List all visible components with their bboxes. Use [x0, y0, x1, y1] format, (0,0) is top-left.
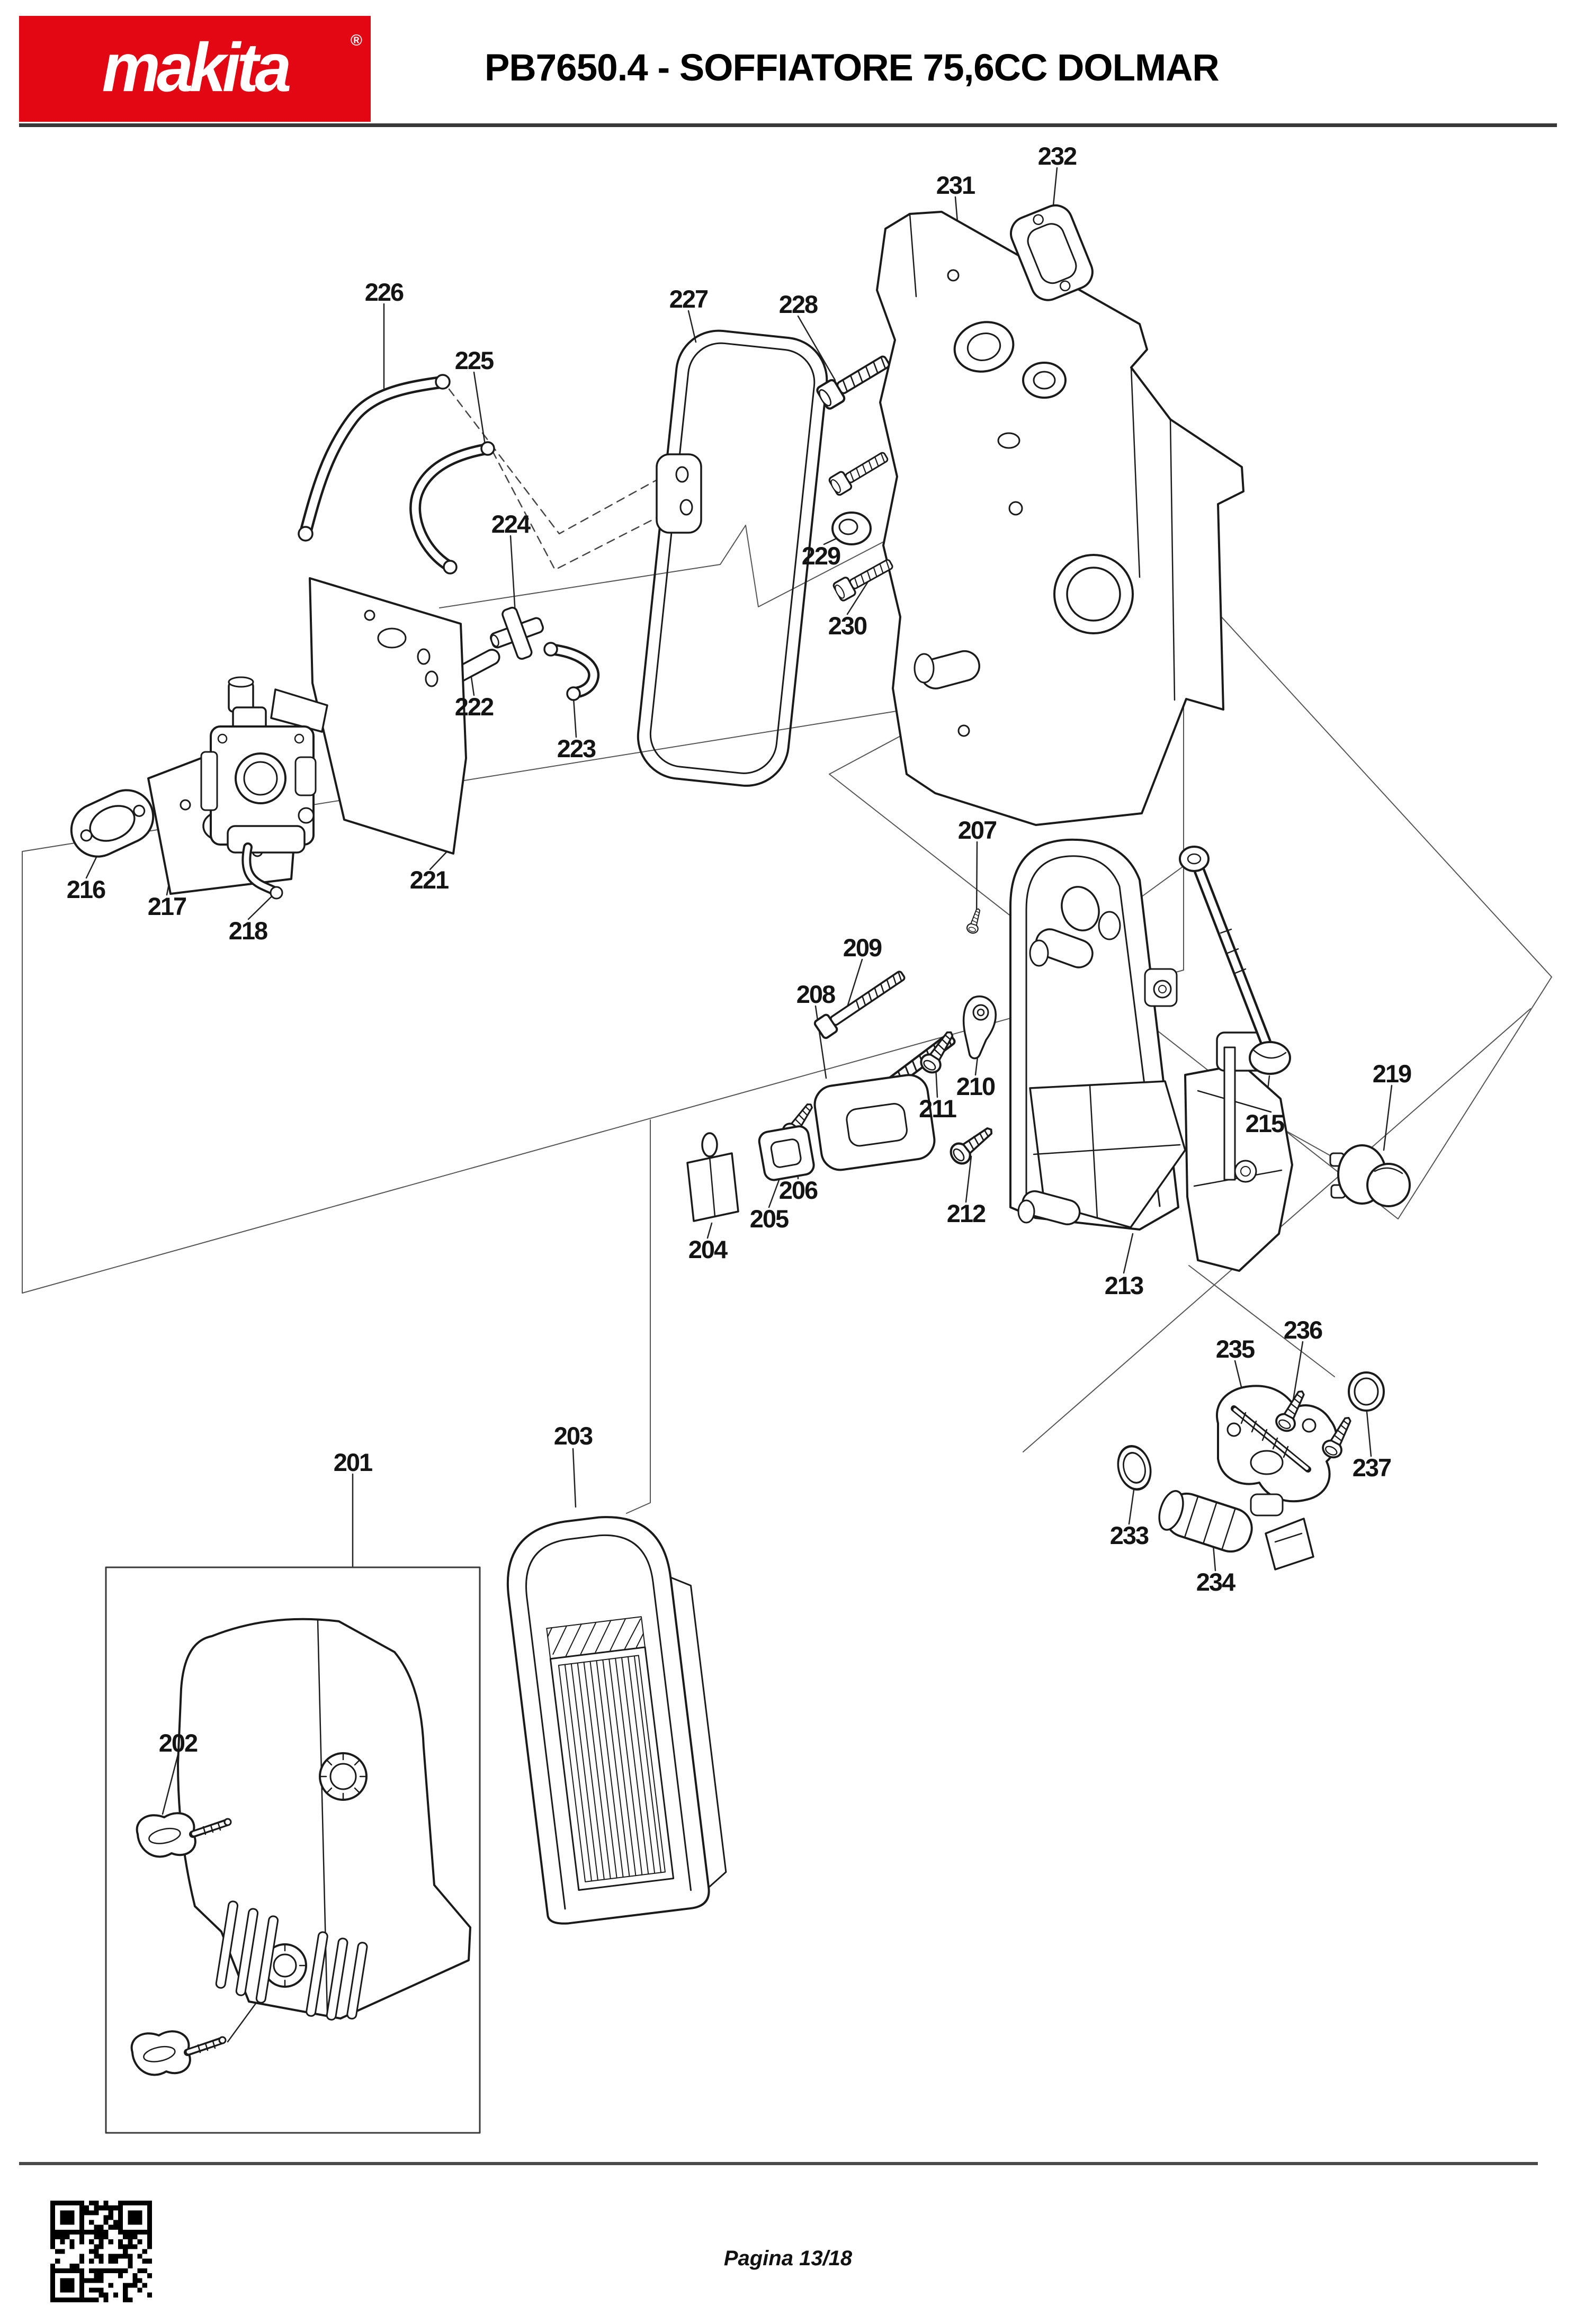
- part-label-205: 205: [749, 1205, 789, 1233]
- part-label-210: 210: [956, 1072, 996, 1100]
- part-label-218: 218: [228, 917, 268, 945]
- part-label-231: 231: [936, 171, 975, 199]
- part-233-oring: [1114, 1442, 1156, 1493]
- part-213-frame: [1009, 838, 1186, 1231]
- part-201-group-box: [105, 1566, 481, 2134]
- part-237-oring: [1348, 1371, 1385, 1412]
- page-title: PB7650.4 - SOFFIATORE 75,6CC DOLMAR: [485, 47, 1220, 89]
- qr-code: [50, 2201, 152, 2302]
- footer-rule: [19, 2162, 1538, 2165]
- part-227-gasket-tab: [656, 453, 702, 534]
- part-label-221: 221: [409, 866, 449, 894]
- part-218-hose: [241, 842, 283, 900]
- part-label-230: 230: [828, 612, 867, 640]
- part-label-212: 212: [946, 1199, 986, 1227]
- part-231-bracket: [876, 211, 1244, 826]
- part-224-t-fitting: [490, 606, 544, 660]
- part-label-202: 202: [158, 1729, 198, 1757]
- part-208-cushion: [813, 1074, 936, 1171]
- part-226-hose: [298, 374, 451, 542]
- part-label-222: 222: [454, 693, 494, 721]
- registered-trademark-icon: ®: [350, 32, 362, 49]
- part-202-knob-2: [132, 2031, 226, 2075]
- part-203-air-filter: [506, 1516, 727, 1925]
- part-219-primer-bulb: [1329, 1144, 1411, 1207]
- part-label-228: 228: [778, 290, 818, 318]
- part-225-hose: [409, 441, 495, 575]
- part-201-cover: [177, 1618, 471, 2021]
- part-label-204: 204: [688, 1235, 728, 1263]
- part-label-224: 224: [491, 510, 531, 538]
- part-221-plate: [309, 577, 467, 855]
- part-215-lever: [1179, 846, 1291, 1075]
- page-number-label: Pagina 13/18: [723, 2247, 853, 2270]
- part-label-219: 219: [1372, 1060, 1412, 1088]
- part-label-223: 223: [557, 734, 596, 762]
- part-label-215: 215: [1245, 1109, 1285, 1137]
- part-212-screw: [947, 1121, 998, 1167]
- part-label-236: 236: [1283, 1316, 1323, 1344]
- part-label-229: 229: [801, 542, 841, 570]
- part-label-225: 225: [454, 346, 494, 374]
- part-label-232: 232: [1037, 142, 1077, 170]
- part-235-cover: [1216, 1385, 1338, 1517]
- part-232-gasket: [1010, 204, 1094, 301]
- part-label-209: 209: [843, 934, 882, 962]
- part-216-gasket: [70, 789, 155, 858]
- part-204-choke-knob: [686, 1132, 739, 1222]
- part-label-233: 233: [1109, 1521, 1149, 1549]
- part-label-211: 211: [919, 1094, 957, 1123]
- part-label-217: 217: [147, 892, 187, 920]
- makita-logo-text: makita: [102, 29, 292, 106]
- part-label-216: 216: [66, 875, 106, 903]
- part-label-207: 207: [957, 816, 997, 844]
- part-label-206: 206: [778, 1176, 818, 1204]
- part-label-237: 237: [1352, 1453, 1392, 1482]
- part-223-hose: [543, 642, 600, 701]
- part-234-fuel-cock: [1158, 1490, 1314, 1571]
- part-228-bolt-2: [827, 446, 892, 497]
- part-label-234: 234: [1196, 1568, 1235, 1596]
- construction-lines: [22, 525, 1552, 1514]
- part-label-213: 213: [1104, 1271, 1144, 1299]
- hose-routing-dashed-lines: [448, 388, 688, 571]
- part-227-gasket: [637, 329, 828, 787]
- part-210-lever: [962, 995, 997, 1060]
- part-229-grommet: [831, 512, 872, 545]
- part-label-227: 227: [669, 285, 709, 313]
- part-207-screw: [965, 907, 984, 935]
- makita-logo: makita ®: [19, 16, 371, 122]
- part-label-201: 201: [333, 1448, 373, 1476]
- part-label-208: 208: [796, 980, 836, 1008]
- part-label-235: 235: [1215, 1335, 1255, 1363]
- part-label-226: 226: [364, 278, 404, 306]
- part-carburetor: [200, 676, 328, 854]
- header-rule: [19, 123, 1557, 127]
- part-205-pad: [758, 1125, 815, 1181]
- part-label-203: 203: [553, 1422, 593, 1450]
